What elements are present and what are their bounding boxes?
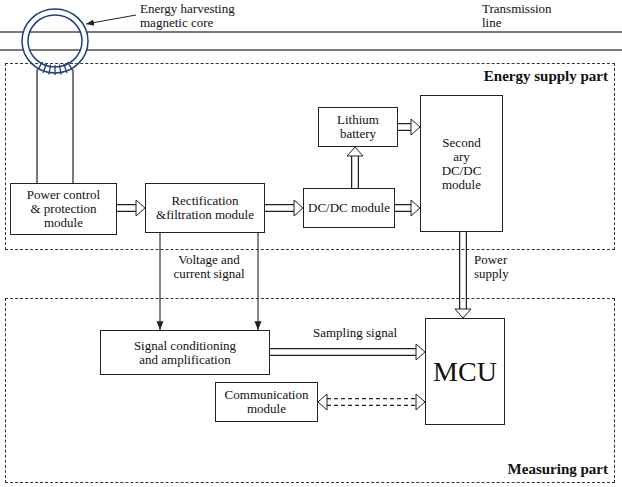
- edge-label: Sampling signal: [290, 326, 420, 340]
- region-box: Measuring part Signal conditioning and am…: [5, 298, 615, 483]
- arrow-head: [416, 394, 425, 410]
- arrow-shaft: [117, 204, 136, 212]
- arrow-shaft: [270, 348, 416, 356]
- transmission-line: [0, 32, 622, 50]
- arrow-shaft: [398, 124, 411, 130]
- arrow-shaft: [327, 398, 416, 406]
- block-arrow: [395, 200, 420, 216]
- arrow-head: [294, 200, 303, 216]
- process-box: Lithium battery: [318, 107, 398, 147]
- arrow-shaft: [352, 156, 358, 188]
- block-arrow: [347, 147, 363, 188]
- box-label: Rectification &filtration module: [151, 194, 259, 222]
- arrow-shaft: [117, 205, 136, 211]
- arrow-head: [416, 344, 425, 360]
- process-box: Power control & protection module: [10, 183, 117, 235]
- arrow-shaft: [395, 204, 411, 212]
- arrow-shaft: [265, 204, 294, 212]
- box-label: Signal conditioning and amplification: [128, 339, 243, 367]
- arrow-head: [318, 394, 327, 410]
- arrow-head: [136, 200, 145, 216]
- block-arrow: [265, 200, 303, 216]
- region-title: Measuring part: [508, 461, 608, 478]
- box-label: DC/DC module: [308, 201, 390, 215]
- signal-arrow: [258, 233, 259, 330]
- arrow-shaft: [395, 205, 411, 211]
- block-arrow: [270, 344, 425, 360]
- coil-wire: [37, 70, 73, 183]
- box-label: Lithium battery: [323, 113, 393, 141]
- annotation-label: Voltage and current signal: [165, 253, 253, 281]
- box-label: Power control & protection module: [22, 188, 106, 230]
- signal-arrow: [160, 233, 161, 330]
- block-arrow: [318, 394, 425, 410]
- box-label: Second ary DC/DC module: [437, 136, 487, 192]
- process-box: Communication module: [215, 382, 318, 422]
- arrow-head: [411, 119, 420, 135]
- edge-label: Power supply: [474, 253, 534, 281]
- arrow-head: [347, 147, 363, 156]
- arrow-head: [455, 309, 471, 318]
- arrow-head: [411, 200, 420, 216]
- connector-layer: [117, 119, 471, 410]
- block-arrow: [455, 232, 471, 318]
- box-label: Communication module: [221, 388, 313, 416]
- mcu-box: MCU: [425, 318, 505, 425]
- signal-line: [159, 233, 160, 330]
- signal-line: [257, 233, 258, 330]
- region-box: Energy supply partLithium batterySecond …: [5, 63, 615, 250]
- block-arrow: [398, 119, 420, 135]
- process-box: Signal conditioning and amplification: [100, 330, 270, 375]
- arrow-shaft: [351, 156, 359, 188]
- arrow-shaft: [265, 205, 294, 211]
- region-title: Energy supply part: [484, 68, 608, 85]
- arrow-shaft: [398, 123, 411, 131]
- block-arrow: [117, 200, 145, 216]
- annotation-label: Transmission line: [482, 2, 567, 30]
- process-box: DC/DC module: [303, 188, 395, 228]
- leader-arrow: [86, 15, 136, 24]
- process-box: Rectification &filtration module: [145, 183, 265, 233]
- box-label: MCU: [433, 356, 497, 388]
- process-box: Second ary DC/DC module: [420, 95, 503, 232]
- annotation-label: Energy harvesting magnetic core: [140, 2, 270, 30]
- arrow-shaft: [327, 399, 416, 405]
- arrow-shaft: [270, 349, 416, 355]
